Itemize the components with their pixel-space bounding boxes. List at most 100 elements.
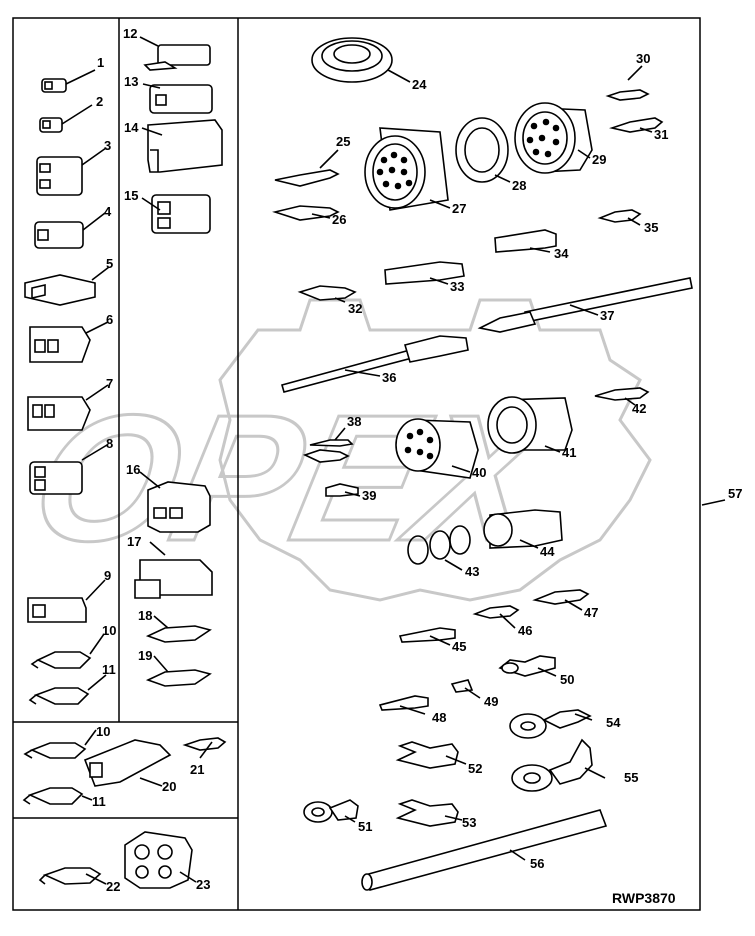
part-12-connector <box>139 36 211 71</box>
callout-52: 52 <box>468 761 482 776</box>
callout-7: 7 <box>106 376 113 391</box>
part-35-terminal <box>597 209 642 226</box>
part-5-connector <box>24 266 110 306</box>
part-27-receptacle <box>364 127 451 211</box>
watermark: OPEX <box>15 298 652 602</box>
part-8-connector <box>29 444 108 495</box>
part-31-terminal <box>609 117 664 133</box>
part-18-terminal <box>145 615 212 643</box>
callout-2: 2 <box>96 94 103 109</box>
part-14-connector <box>141 119 223 173</box>
callout-36: 36 <box>382 370 396 385</box>
callout-9: 9 <box>104 568 111 583</box>
part-44-connector <box>483 509 563 549</box>
part-40-plug <box>395 418 479 479</box>
part-45-splice <box>398 627 456 646</box>
part-drawings-left <box>24 69 110 705</box>
part-26-socket <box>272 205 340 221</box>
callout-23: 23 <box>196 877 210 892</box>
callout-20: 20 <box>162 779 176 794</box>
callout-42: 42 <box>632 401 646 416</box>
part-50-ring-terminal <box>498 655 557 677</box>
part-7-connector <box>27 384 109 431</box>
callout-35: 35 <box>644 220 658 235</box>
callout-21: 21 <box>190 762 204 777</box>
watermark-text: OPEX <box>17 377 570 579</box>
callout-29: 29 <box>592 152 606 167</box>
part-6-connector <box>29 321 109 363</box>
part-51-ring-terminal <box>303 799 359 823</box>
part-19-terminal <box>145 655 212 687</box>
callout-46: 46 <box>518 623 532 638</box>
part-25-pin <box>274 149 340 187</box>
callout-54: 54 <box>606 715 621 730</box>
callout-49: 49 <box>484 694 498 709</box>
callout-44: 44 <box>540 544 555 559</box>
part-37-harness <box>477 277 693 333</box>
callout-24: 24 <box>412 77 427 92</box>
part-24-grommet <box>311 37 411 83</box>
callout-41: 41 <box>562 445 576 460</box>
part-48-splice <box>378 695 429 715</box>
callout-40: 40 <box>472 465 486 480</box>
watermark-gear-outline <box>218 298 652 602</box>
callout-15: 15 <box>124 188 138 203</box>
part-41-receptacle <box>487 396 573 454</box>
part-16-connector <box>139 471 211 533</box>
part-52-fork-terminal <box>395 741 467 769</box>
callout-8: 8 <box>106 436 113 451</box>
callout-3: 3 <box>104 138 111 153</box>
part-11-terminal <box>28 674 107 705</box>
callout-5: 5 <box>106 256 113 271</box>
callout-57: 57 <box>728 486 742 501</box>
part-43-seals <box>407 525 471 571</box>
part-54-ring-terminal <box>509 709 593 739</box>
callout-4: 4 <box>104 204 112 219</box>
part-30-terminal <box>605 65 650 101</box>
figure-code: RWP3870 <box>612 890 676 906</box>
part-32-terminal <box>297 285 357 303</box>
part-28-coupling-ring <box>455 117 511 183</box>
callout-19: 19 <box>138 648 152 663</box>
part-29-plug <box>514 102 593 174</box>
part-10-terminal <box>30 633 105 669</box>
frame-lines <box>12 17 726 911</box>
callout-33: 33 <box>450 279 464 294</box>
callout-6: 6 <box>106 312 113 327</box>
callout-56: 56 <box>530 856 544 871</box>
part-4-connector <box>34 212 106 249</box>
callout-45: 45 <box>452 639 466 654</box>
callout-31: 31 <box>654 127 668 142</box>
part-33-sleeve <box>384 261 465 285</box>
callout-47: 47 <box>584 605 598 620</box>
callout-28: 28 <box>512 178 526 193</box>
part-17-connector <box>134 541 213 599</box>
part-15-connector <box>141 194 211 234</box>
callout-14: 14 <box>124 120 139 135</box>
callout-30: 30 <box>636 51 650 66</box>
callout-22: 22 <box>106 879 120 894</box>
part-36-harness <box>281 335 469 393</box>
part-13-connector <box>142 83 213 114</box>
callout-50: 50 <box>560 672 574 687</box>
callout-27: 27 <box>452 201 466 216</box>
callout-39: 39 <box>362 488 376 503</box>
part-drawings-mid <box>134 36 223 687</box>
part-drawings-right <box>272 37 693 891</box>
part-20-connector <box>83 739 172 787</box>
part-39-screw <box>325 483 361 497</box>
part-34-sleeve <box>494 229 557 253</box>
callout-38: 38 <box>347 414 361 429</box>
part-49-splice <box>450 679 481 699</box>
callout-10: 10 <box>102 623 116 638</box>
callout-line-57 <box>701 499 726 506</box>
callout-11-kit: 11 <box>92 794 106 809</box>
callout-48: 48 <box>432 710 446 725</box>
callout-13: 13 <box>124 74 138 89</box>
part-10-terminal-kit <box>23 729 97 759</box>
part-22-terminal <box>38 867 107 885</box>
part-3-connector <box>36 147 107 196</box>
part-9-connector <box>27 579 106 623</box>
